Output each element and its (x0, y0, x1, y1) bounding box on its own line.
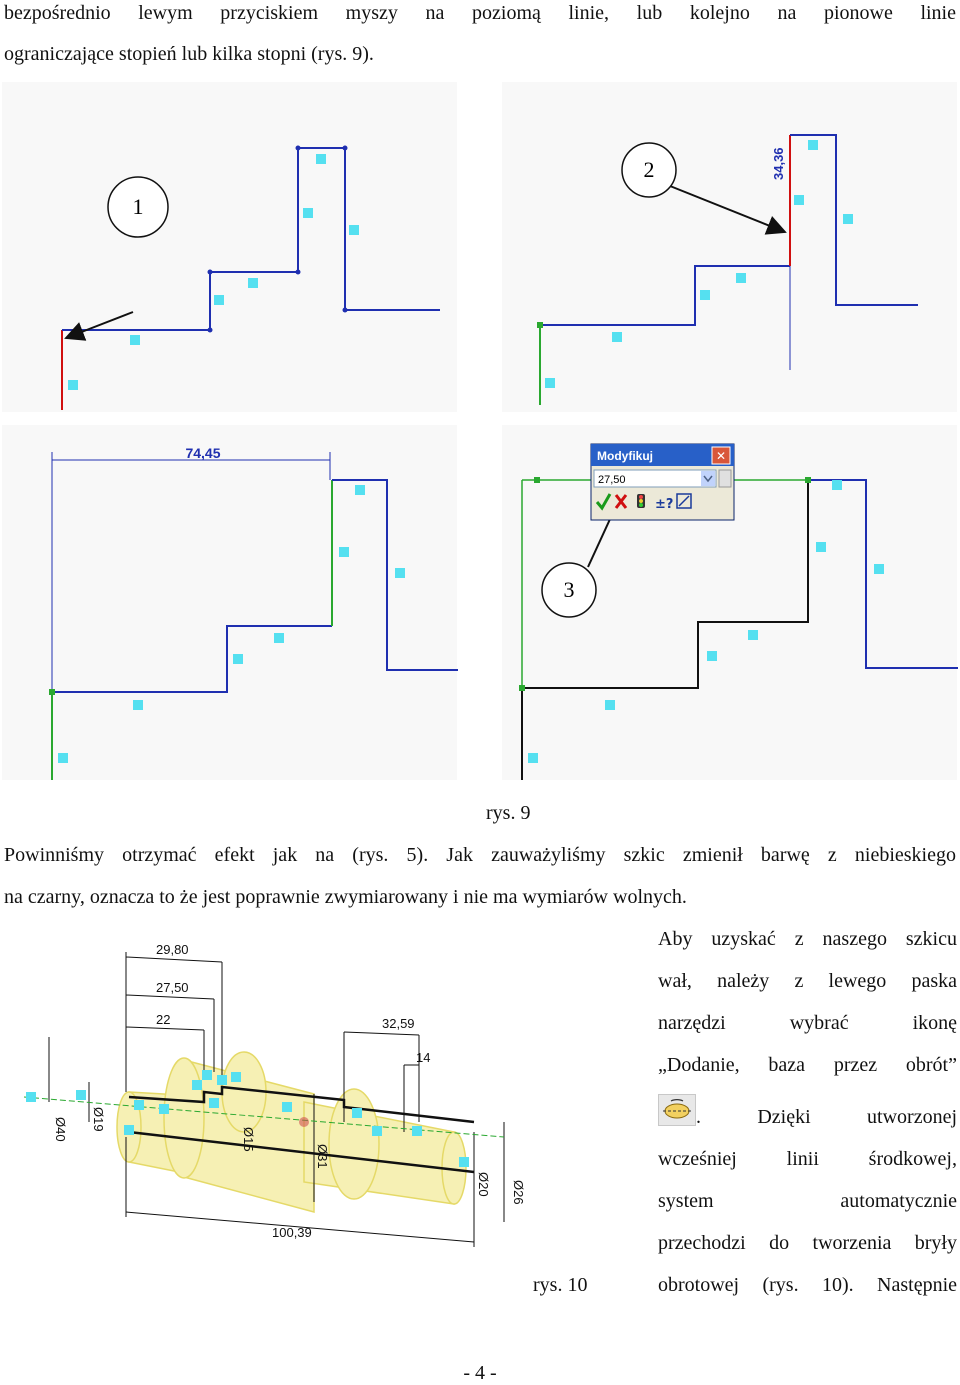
ok-check-icon[interactable] (595, 493, 612, 511)
side-text-line-9: obrotowej (rys. 10). Następnie (658, 1274, 957, 1296)
figure-9-caption: rys. 9 (486, 802, 531, 824)
svg-text:✕: ✕ (716, 449, 726, 463)
side-text-line-1: Aby uzyskać z naszego szkicu (658, 928, 957, 950)
side-text-line-6: wcześniej linii środkowej, (658, 1148, 957, 1170)
dim-d40: Ø40 (53, 1117, 68, 1142)
modify-dialog: Modyfikuj ✕ 27,50 ±? (590, 443, 735, 521)
paragraph-top-line-2: ograniczające stopień lub kilka stopni (… (4, 43, 374, 65)
side-text-line-4: „Dodanie, baza przez obrót” (658, 1054, 957, 1076)
spin-buttons[interactable] (718, 469, 732, 488)
page-number: - 4 - (463, 1362, 497, 1384)
dim-100-39: 100,39 (272, 1225, 312, 1240)
dim-14: 14 (416, 1050, 430, 1065)
dim-d26: Ø26 (511, 1180, 526, 1205)
figure-9: 1 34,36 2 74,45 (2, 82, 958, 780)
dim-d31: Ø31 (315, 1144, 330, 1169)
svg-text:±?: ±? (655, 497, 673, 512)
figure-10-caption: rys. 10 (533, 1274, 588, 1296)
dim-22: 22 (156, 1012, 170, 1027)
side-text-line-7: system automatycznie (658, 1190, 957, 1212)
revolve-boss-icon (658, 1094, 696, 1126)
side-text-line-8: przechodzi do tworzenia bryły (658, 1232, 957, 1254)
dim-d20: Ø20 (476, 1172, 491, 1197)
svg-text:27,50: 27,50 (598, 474, 626, 486)
side-text-line-5: . Dzięki utworzonej (696, 1106, 957, 1128)
sketch-panel-3: 74,45 (2, 425, 458, 780)
rebuild-icon[interactable] (637, 494, 645, 508)
callout-2: 2 (644, 157, 655, 182)
tolerance-icon[interactable]: ±? (655, 497, 673, 512)
value-input[interactable]: 27,50 (593, 469, 717, 488)
sketch-panel-2: 34,36 2 (502, 82, 957, 412)
dialog-toolbar: ±? (595, 493, 692, 512)
figure-10: 29,80 27,50 22 32,59 14 Ø40 Ø19 Ø15 Ø31 … (4, 922, 539, 1292)
dialog-close-button[interactable]: ✕ (711, 446, 731, 465)
dim-27-50: 27,50 (156, 980, 189, 995)
paragraph-mid-line-2: na czarny, oznacza to że jest poprawnie … (4, 886, 687, 908)
sketch-panel-1: 1 (2, 82, 457, 412)
side-text-line-3: narzędzi wybrać ikonę (658, 1012, 957, 1034)
dimension-74-45: 74,45 (185, 445, 220, 461)
dim-d15: Ø15 (241, 1127, 256, 1152)
callout-1: 1 (133, 194, 144, 219)
dim-d19: Ø19 (91, 1107, 106, 1132)
paragraph-mid-line-1: Powinniśmy otrzymać efekt jak na (rys. 5… (4, 844, 956, 866)
modify-dialog-title: Modyfikuj (597, 449, 653, 463)
dim-29-80: 29,80 (156, 942, 189, 957)
dimension-34-36: 34,36 (771, 147, 786, 180)
paragraph-top-line-1: bezpośrednio lewym przyciskiem myszy na … (4, 2, 956, 24)
callout-3: 3 (564, 577, 575, 602)
dim-32-59: 32,59 (382, 1016, 415, 1031)
mark-dimension-icon[interactable] (676, 493, 692, 509)
side-text-line-2: wał, należy z lewego paska (658, 970, 957, 992)
cancel-x-icon[interactable] (614, 494, 628, 509)
